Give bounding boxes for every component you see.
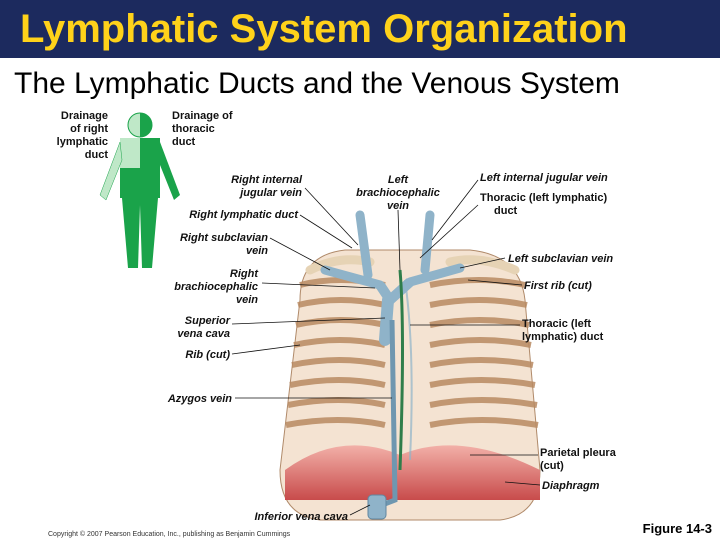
- label-right-internal-jugular-2: jugular vein: [238, 187, 302, 199]
- inset-left-label-line-4: duct: [85, 149, 109, 161]
- inset-left-label-line-3: lymphatic: [57, 136, 108, 148]
- label-right-brachiocephalic-3: vein: [236, 294, 258, 306]
- slide-title: Lymphatic System Organization: [20, 7, 628, 51]
- label-thoracic-duct-mid-2: lymphatic) duct: [522, 331, 604, 343]
- label-thoracic-duct-mid-1: Thoracic (left: [522, 318, 591, 330]
- copyright-notice: Copyright © 2007 Pearson Education, Inc.…: [48, 531, 291, 538]
- label-superior-vena-cava-1: Superior: [185, 315, 231, 327]
- title-bar: [0, 0, 720, 58]
- label-left-brachiocephalic-2: brachiocephalic: [356, 187, 440, 199]
- label-inferior-vena-cava: Inferior vena cava: [254, 511, 348, 523]
- inset-right-label-line-1: Drainage of: [172, 110, 233, 122]
- label-parietal-pleura-1: Parietal pleura: [540, 447, 617, 459]
- thoracic-duct-path: [398, 269, 404, 471]
- label-rib-cut: Rib (cut): [185, 349, 230, 361]
- figure-reference: Figure 14-3: [642, 521, 712, 536]
- label-right-subclavian-1: Right subclavian: [180, 232, 268, 244]
- label-right-internal-jugular-1: Right internal: [231, 174, 303, 186]
- label-diaphragm: Diaphragm: [542, 480, 600, 492]
- inset-right-label-line-3: duct: [172, 136, 196, 148]
- slide-subtitle: The Lymphatic Ducts and the Venous Syste…: [14, 67, 620, 100]
- label-parietal-pleura-2: (cut): [540, 460, 564, 472]
- diaphragm-shape: [285, 445, 540, 500]
- leader-lines: [231, 179, 541, 516]
- label-thoracic-duct-top-1: Thoracic (left lymphatic): [480, 192, 607, 204]
- label-right-brachiocephalic-2: brachiocephalic: [174, 281, 258, 293]
- venous-system: [320, 210, 465, 520]
- label-left-subclavian: Left subclavian vein: [508, 253, 613, 265]
- label-right-lymphatic-duct: Right lymphatic duct: [189, 209, 299, 221]
- label-left-internal-jugular: Left internal jugular vein: [480, 172, 608, 184]
- body-drainage-figure: [99, 112, 180, 268]
- label-left-brachiocephalic-1: Left: [388, 174, 410, 186]
- label-first-rib: First rib (cut): [524, 280, 592, 292]
- label-right-subclavian-2: vein: [246, 245, 268, 257]
- label-left-brachiocephalic-3: vein: [387, 200, 409, 212]
- thoracic-cage: [279, 249, 541, 521]
- label-thoracic-duct-top-2: duct: [494, 205, 518, 217]
- label-azygos-vein: Azygos vein: [167, 393, 232, 405]
- inset-left-label-line-2: of right: [70, 123, 108, 135]
- inset-left-label-line-1: Drainage: [61, 110, 108, 122]
- inferior-vena-cava-shape: [367, 494, 387, 520]
- inset-right-label-line-2: thoracic: [172, 123, 215, 135]
- label-right-brachiocephalic-1: Right: [230, 268, 259, 280]
- label-superior-vena-cava-2: vena cava: [177, 328, 230, 340]
